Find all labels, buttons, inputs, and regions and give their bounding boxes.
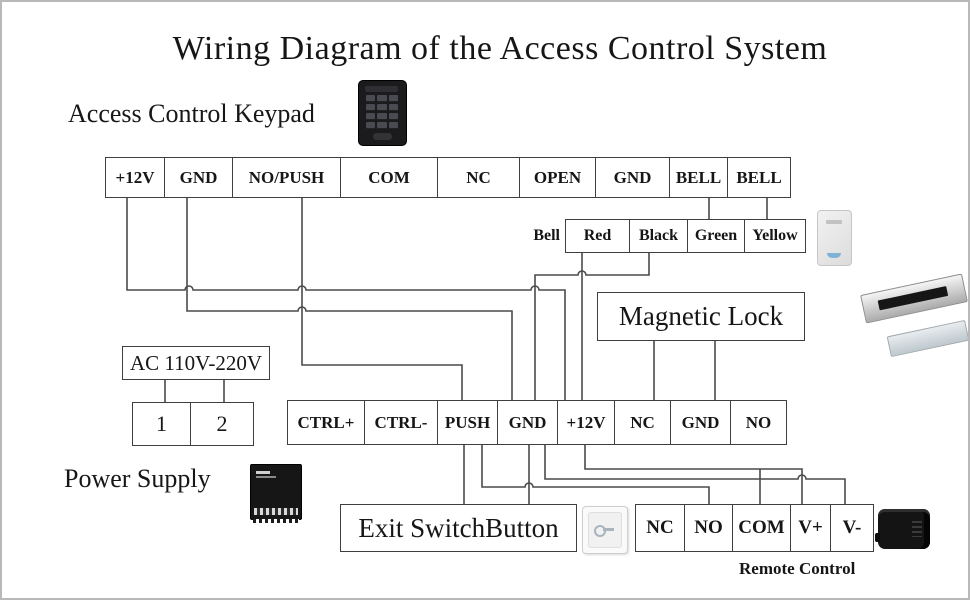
remote-vents [912, 521, 922, 537]
terminal-no: NO [731, 401, 786, 444]
power-supply-label: Power Supply [64, 464, 211, 493]
remote-vplus: V+ [791, 505, 831, 551]
remote-nc: NC [636, 505, 685, 551]
exit-button-face [588, 512, 622, 548]
keypad-reader [373, 133, 392, 140]
bell-terminal-row: Red Black Green Yellow [565, 219, 806, 253]
maglock-slot [877, 286, 949, 311]
terminal-open: OPEN [520, 158, 596, 197]
psu-label-line1 [256, 471, 270, 474]
wire-black-to-ctrl-gnd [534, 253, 650, 400]
keypad-label: Access Control Keypad [68, 99, 315, 128]
psu-terminals [254, 508, 298, 515]
remote-antenna [875, 533, 880, 542]
terminal-gnd4: GND [671, 401, 731, 444]
bell-yellow: Yellow [745, 220, 805, 252]
exit-button-image [582, 506, 628, 554]
keypad-terminal-row: +12V GND NO/PUSH COM NC OPEN GND BELL BE… [105, 157, 791, 198]
terminal-12v2: +12V [558, 401, 615, 444]
terminal-ctrl-minus: CTRL- [365, 401, 438, 444]
magnetic-lock-box: Magnetic Lock [597, 292, 805, 341]
power-supply-image [250, 464, 302, 523]
terminal-nopush: NO/PUSH [233, 158, 341, 197]
terminal-nc2: NC [615, 401, 671, 444]
power-terminal-row: 1 2 [132, 402, 254, 446]
bell-green: Green [688, 220, 745, 252]
terminal-push: PUSH [438, 401, 498, 444]
terminal-gnd3: GND [498, 401, 558, 444]
doorbell-speaker [827, 253, 841, 258]
maglock-body [860, 273, 968, 324]
bell-label: Bell [533, 227, 560, 244]
bell-red: Red [566, 220, 630, 252]
remote-control-label: Remote Control [739, 559, 856, 578]
exit-switch-box: Exit SwitchButton [340, 504, 577, 552]
ac-power-box: AC 110V-220V [122, 346, 270, 380]
magnetic-lock-image [860, 270, 968, 362]
remote-no: NO [685, 505, 733, 551]
maglock-armature-plate [886, 319, 968, 358]
power-terminal-2: 2 [191, 403, 253, 445]
keypad-screen [365, 86, 398, 92]
remote-com: COM [733, 505, 791, 551]
bell-black: Black [630, 220, 688, 252]
power-terminal-1: 1 [133, 403, 191, 445]
terminal-nc: NC [438, 158, 520, 197]
remote-terminal-row: NC NO COM V+ V- [635, 504, 874, 552]
terminal-bell2: BELL [728, 158, 790, 197]
key-icon [594, 525, 606, 537]
terminal-gnd2: GND [596, 158, 670, 197]
wire-push-to-remote-no [481, 445, 710, 504]
page-title: Wiring Diagram of the Access Control Sys… [172, 30, 828, 67]
terminal-bell1: BELL [670, 158, 728, 197]
remote-vminus: V- [831, 505, 873, 551]
psu-pins [253, 519, 299, 523]
doorbell-image [817, 210, 852, 266]
terminal-com: COM [341, 158, 438, 197]
wire-gnd-to-remote-vminus [544, 445, 846, 504]
remote-control-image [875, 509, 930, 549]
psu-label-line2 [256, 476, 276, 478]
terminal-ctrl-plus: CTRL+ [288, 401, 365, 444]
wire-12v-to-remote-vplus [584, 445, 803, 504]
keypad-image [358, 80, 407, 146]
key-icon-bar [603, 528, 614, 531]
controller-terminal-row: CTRL+ CTRL- PUSH GND +12V NC GND NO [287, 400, 787, 445]
wire-keypad-nopush-to-ctrl-push [301, 198, 463, 400]
terminal-gnd: GND [165, 158, 233, 197]
doorbell-logo [826, 220, 842, 224]
terminal-12v: +12V [106, 158, 165, 197]
keypad-keys [366, 95, 398, 129]
